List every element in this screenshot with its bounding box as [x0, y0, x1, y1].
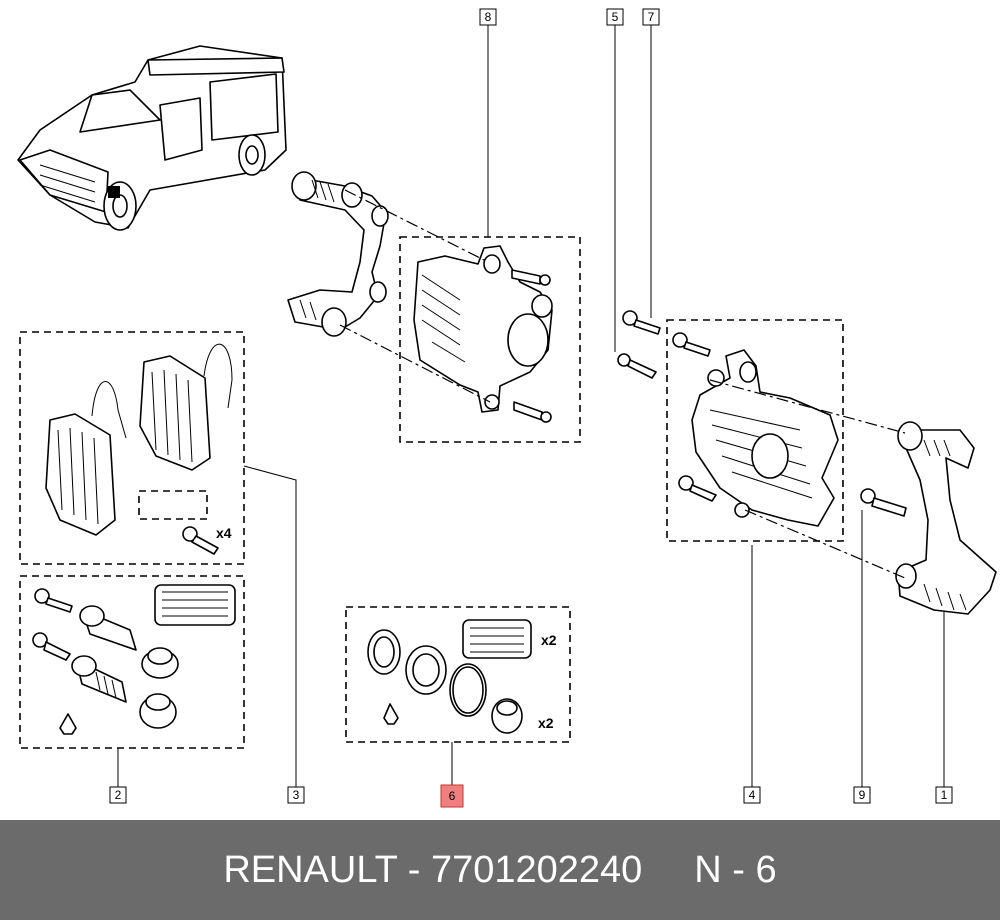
callout-7: 7 [642, 8, 660, 26]
callout-9-label: 9 [859, 788, 866, 802]
callout-2: 2 [109, 786, 127, 804]
repair-kit-box: x2 x2 [345, 606, 571, 743]
caliper-right-dashed-frame [666, 319, 844, 542]
callout-5-label: 5 [612, 10, 619, 24]
bracket-left [287, 171, 389, 337]
kit-boot-quantity: x2 [538, 715, 554, 731]
callout-6-label: 6 [449, 789, 456, 803]
diagram-reference: N - 6 [694, 848, 777, 891]
callout-2-label: 2 [115, 788, 122, 802]
callout-1-label: 1 [941, 788, 948, 802]
guide-pin-kit-box [19, 575, 245, 749]
alignment-axes [339, 189, 906, 579]
callout-6: 6 [440, 784, 464, 808]
leader-lines [117, 25, 945, 787]
callout-8-label: 8 [485, 10, 492, 24]
vehicle-illustration [17, 45, 287, 231]
guide-pin-kit-dashed-frame [19, 575, 245, 749]
bracket-right [895, 421, 997, 615]
callout-7-label: 7 [648, 10, 655, 24]
brake-pads-box: x4 [19, 331, 245, 565]
kit-grease-quantity: x2 [541, 632, 557, 648]
caliper-right-box [666, 319, 844, 542]
callout-3: 3 [287, 786, 305, 804]
brand-part-number: RENAULT - 7701202240 [223, 848, 643, 891]
caliper-body-box [399, 236, 581, 443]
bracket-bolt [860, 488, 907, 517]
pads-bolt-quantity: x4 [216, 525, 232, 541]
callout-8: 8 [479, 8, 497, 26]
repair-kit-dashed-frame [345, 606, 571, 743]
brake-pads-dashed-frame [19, 331, 245, 565]
callout-1: 1 [935, 786, 953, 804]
exploded-parts-diagram: x4 x2 x2 [17, 8, 997, 808]
caliper-body-dashed-frame [399, 236, 581, 443]
callout-4-label: 4 [749, 788, 756, 802]
pad-sensor-dashed-frame [138, 490, 208, 520]
callout-9: 9 [853, 786, 871, 804]
footer-banner: RENAULT - 7701202240 N - 6 [0, 820, 1000, 920]
bleed-screw-and-bolt [617, 310, 661, 379]
callout-3-label: 3 [293, 788, 300, 802]
callout-5: 5 [606, 8, 624, 26]
callout-4: 4 [743, 786, 761, 804]
